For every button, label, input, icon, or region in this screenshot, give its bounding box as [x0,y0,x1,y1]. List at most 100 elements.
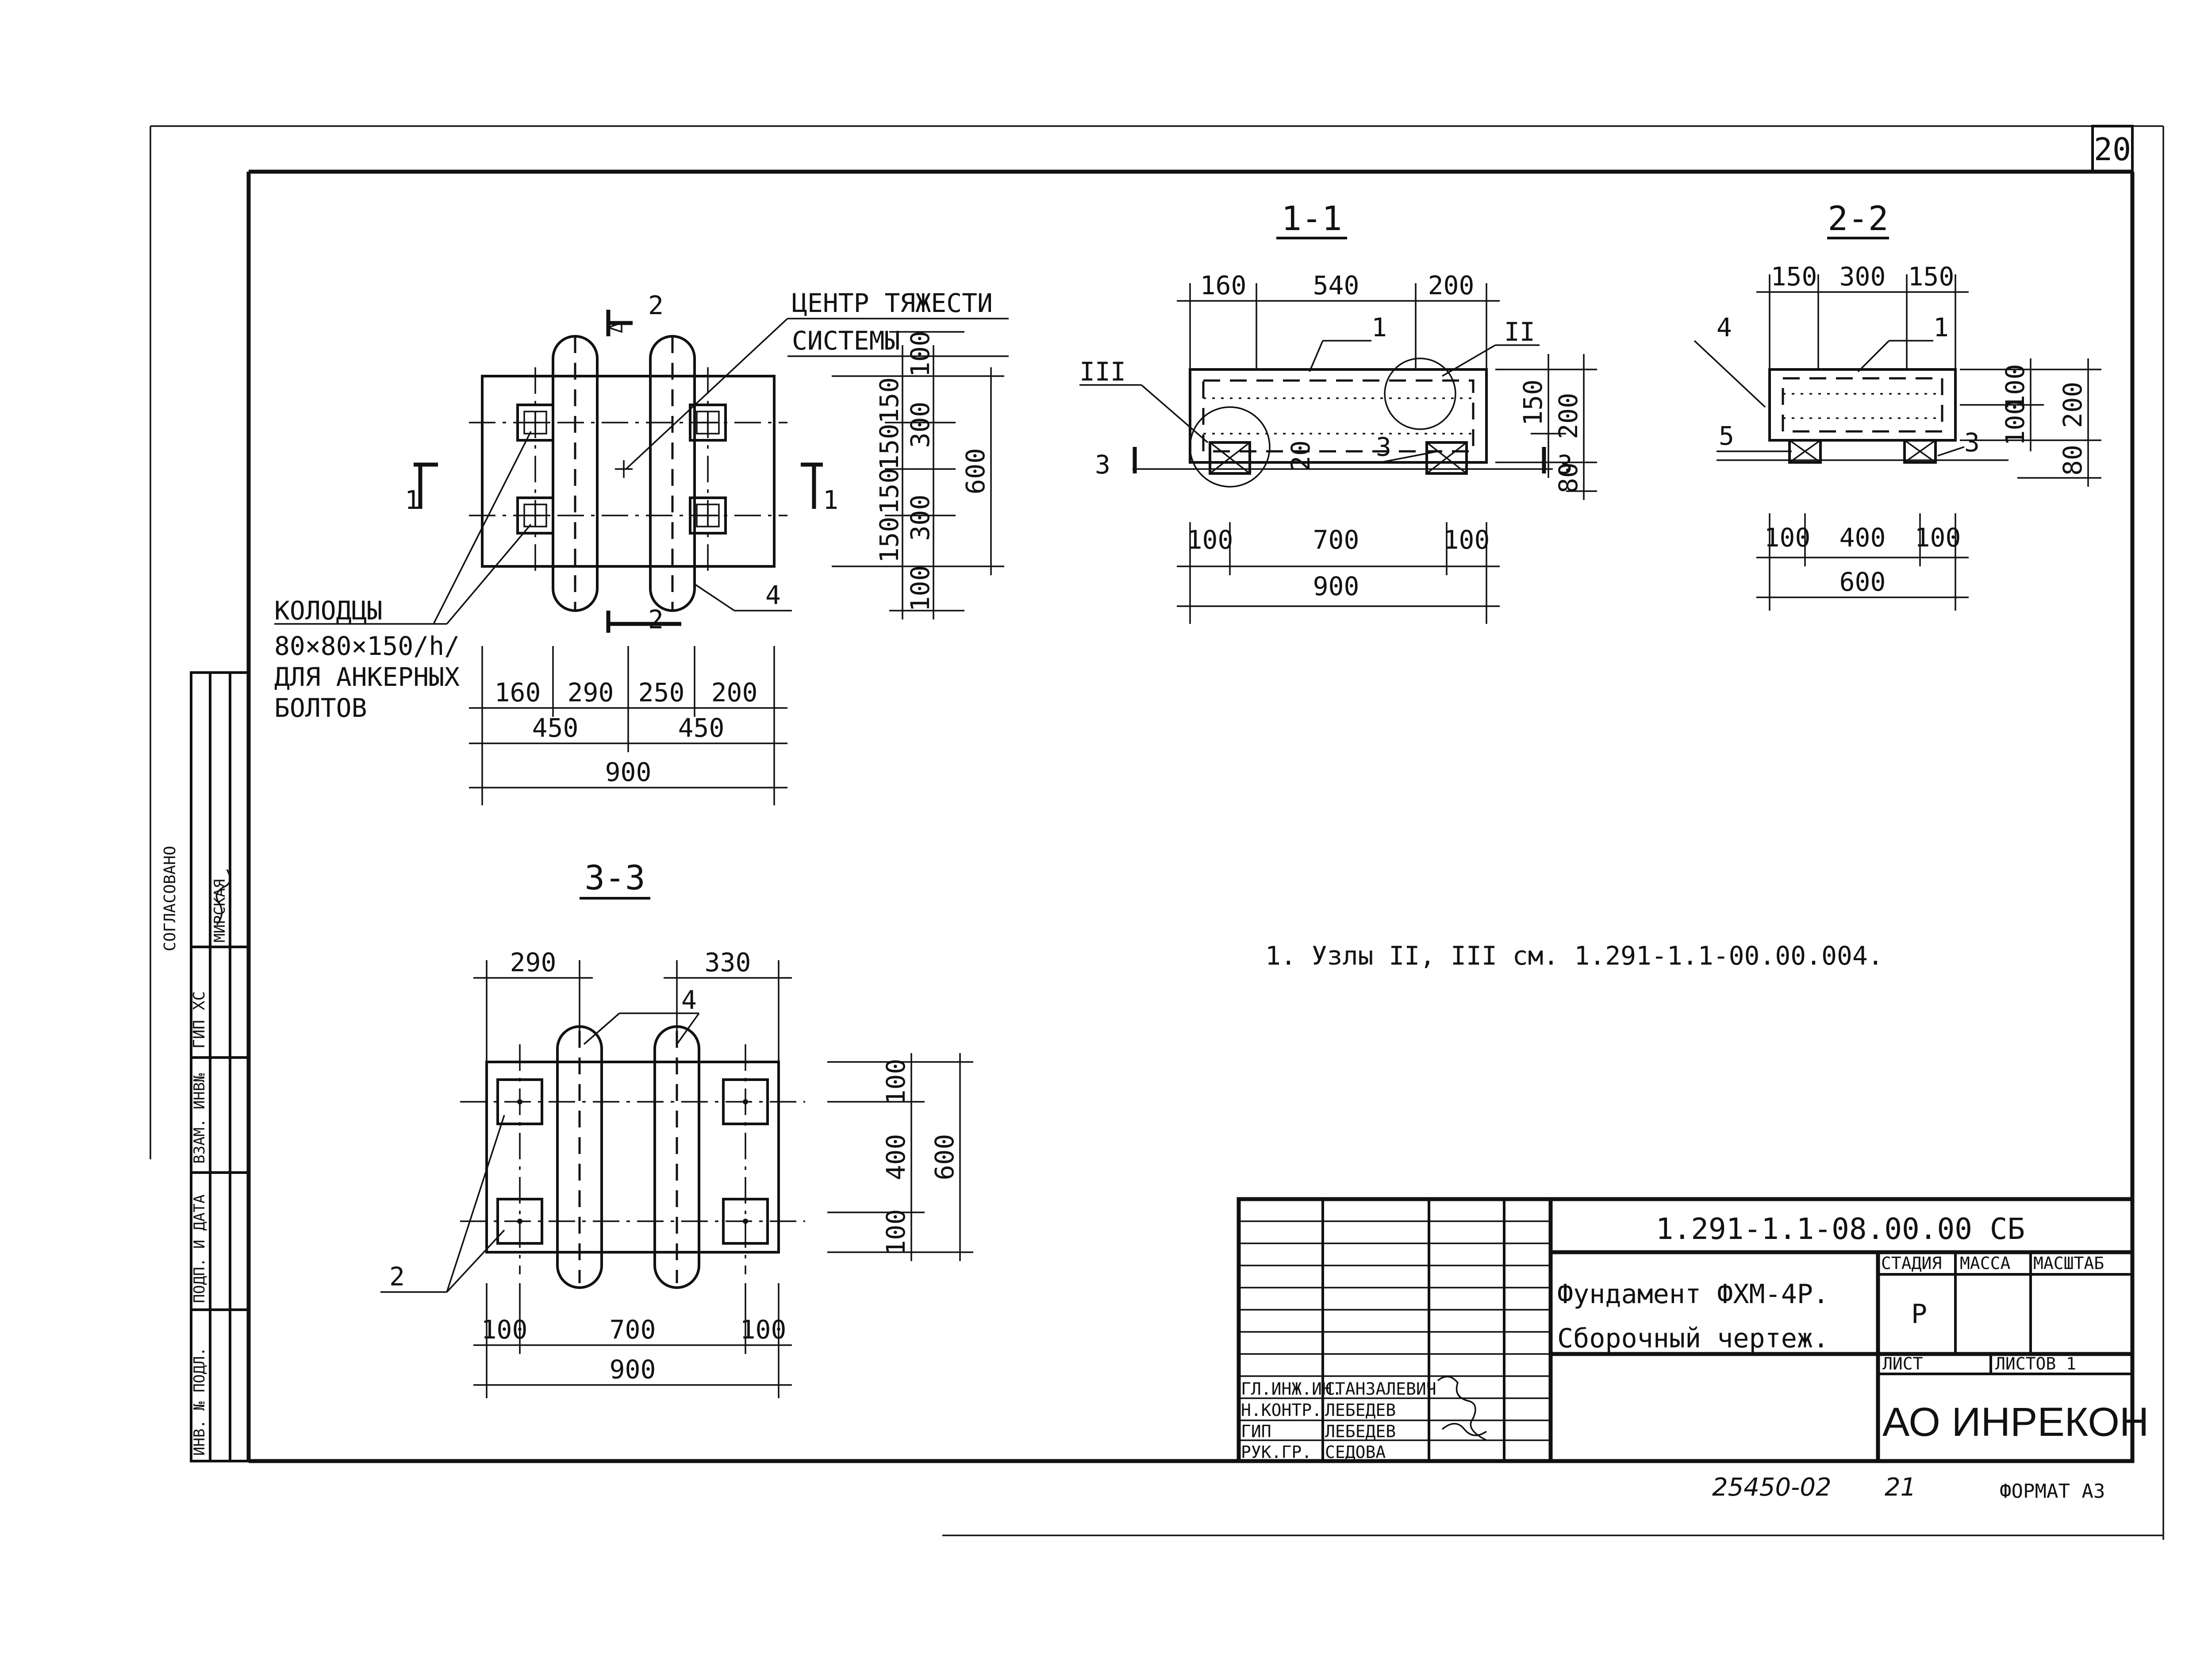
plan-dim: 300 [905,402,935,448]
plan-dim: 100 [905,565,935,612]
tb-role: ГИП [1241,1422,1271,1441]
section-2-2: 4 1 5 3 150 300 150 100 100 200 80 1 [1694,262,2101,611]
section-1-1-dim: 700 [1313,525,1359,555]
plan-cg-label-1: ЦЕНТР ТЯЖЕСТИ [792,288,993,318]
plan-cg-label-2: СИСТЕМЫ [792,326,900,356]
plan-callout-4: 4 [765,580,781,610]
section-1-1-dim-inner: 20 [1286,440,1316,471]
section-2-2-callout-3: 3 [1964,427,1980,458]
section-1-1-dim: 100 [1444,525,1490,555]
tb-name-line2: Сборочный чертеж. [1557,1323,1829,1354]
section-3-3-callout-4: 4 [681,985,697,1015]
section-2-2-dim: 300 [1839,262,1886,292]
outer-frame [150,125,2164,1540]
side-stamp-signature [215,869,231,926]
section-1-1-dim: 900 [1313,571,1359,601]
section-3-3-label: 3-3 [584,858,645,897]
section-1-1-dim: 80 [1553,462,1583,493]
plan-dim: 100 [905,331,935,377]
section-1-1-dim: 200 [1428,270,1475,300]
section-1-1-dim: 100 [1187,525,1233,555]
section-1-1-callout-3: 3 [1376,432,1391,462]
section-1-1-dim: 150 [1518,380,1548,426]
tb-signature [1441,1423,1487,1436]
section-labels: 1-1 2-2 3-3 [580,199,1889,900]
section-2-2-label: 2-2 [1828,199,1888,238]
section-3-3-slot-right [653,1025,700,1289]
section-1-1-dim: 540 [1313,270,1359,300]
tb-sheets-header: ЛИСТОВ 1 [1995,1354,2076,1373]
plan-slot-left [552,335,599,612]
plan-dim: 290 [568,677,614,708]
section-3-3-dim: 100 [740,1315,787,1345]
section-2-2-dim: 100 [2000,364,2030,411]
tb-mass-header: МАССА [1960,1254,2011,1273]
plan-dims-bottom: 160 290 250 200 450 450 900 [469,646,787,805]
tb-name: ЛЕБЕДЕВ [1325,1422,1396,1441]
tb-scale-header: МАСШТАБ [2033,1254,2104,1273]
tb-role: ГЛ.ИНЖ.ИН. [1241,1379,1342,1399]
tb-name: СЕДОВА [1325,1442,1386,1462]
section-2-2-dim: 600 [1839,567,1886,597]
plan-dim: 900 [605,757,652,787]
section-1-1-dim: 200 [1553,393,1583,439]
plan-cut-mark-bottom: 2 [648,604,664,635]
side-stamp-role: ГИП ХС [190,991,208,1049]
section-2-2-callout-1: 1 [1933,312,1949,342]
tb-name-line1: Фундамент ФХМ-4Р. [1557,1279,1829,1310]
section-2-2-dim: 150 [1908,262,1955,292]
section-1-1-callout-1: 1 [1371,312,1387,342]
plan-wells-label-1: КОЛОДЦЫ [274,596,382,626]
section-1-1-cut-3-left: 3 [1095,450,1110,480]
footer-page: 21 [1885,1473,1916,1502]
section-3-3-dim: 100 [881,1059,911,1105]
section-1-1-cut-3-right: 3 [1557,450,1573,480]
plan-dims-right: 100 150 150 150 150 100 300 300 600 [832,331,1004,619]
plan-cut-mark-top: 2 [648,290,664,320]
section-3-3-callout-2: 2 [389,1262,405,1292]
section-2-2-dim: 150 [1771,262,1817,292]
plan-dim: 300 [905,495,935,541]
plan-wells-label-2: 80×80×150/h/ [274,631,460,661]
plan-cut-mark-left: 1 [405,485,420,515]
section-3-3-dim: 600 [929,1134,960,1181]
plan-dim: 450 [678,713,725,743]
section-1-1-node-3: III [1079,357,1126,387]
tb-stage-header: СТАДИЯ [1881,1254,1942,1273]
general-note: 1. Узлы II, III см. 1.291-1.1-00.00.004. [1265,941,1883,971]
section-3-3: 4 2 290 330 100 400 100 600 100 700 [380,947,973,1398]
side-stamp: СОГЛАСОВАНО ГИП ХС МИРСКАЯ ВЗАМ. ИНВ№ ПО… [161,671,250,1462]
plan-dim: 150 [874,517,904,563]
section-2-2-dim: 100 [1915,523,1961,553]
plan-wells-label-3: ДЛЯ АНКЕРНЫХ [274,662,460,692]
plan-wells-label-4: БОЛТОВ [274,693,367,723]
section-3-3-dim: 700 [610,1315,656,1345]
section-2-2-callout-5: 5 [1719,421,1734,451]
section-3-3-slot-left [556,1025,603,1289]
plan-dim: 150 [874,468,904,515]
section-3-3-dim: 290 [510,947,557,977]
tb-sheet-header: ЛИСТ [1882,1354,1923,1373]
plan-outline [481,375,776,568]
tb-signature [1437,1376,1487,1441]
plan-dim: 600 [960,448,991,495]
tb-code: 1.291-1.1-08.00.00 СБ [1656,1212,2025,1246]
section-3-3-outline [485,1061,780,1254]
section-2-2-dim: 200 [2058,382,2088,428]
tb-name: СТАНЗАЛЕВИЧ [1325,1379,1436,1399]
section-1-1-body [1189,368,1488,464]
plan-slot-right [649,335,696,612]
sheet-number-box: 20 [2091,125,2134,173]
plan-dim: 150 [874,377,904,424]
section-1-1: III II 1 3 20 3 3 160 540 200 150 200 80 [1079,270,1597,624]
section-3-3-dim: 900 [610,1354,656,1385]
tb-stage-value: Р [1911,1299,1927,1330]
tb-role: РУК.ГР. [1241,1442,1312,1462]
title-block: ГЛ.ИНЖ.ИН. Н.КОНТР. ГИП РУК.ГР. СТАНЗАЛЕ… [1237,1197,2149,1463]
plan-dim: 160 [495,677,541,708]
side-stamp-agreed: СОГЛАСОВАНО [161,846,179,951]
section-2-2-body [1768,368,1957,442]
section-1-1-label: 1-1 [1281,199,1342,238]
plan-dim: 250 [638,677,685,708]
